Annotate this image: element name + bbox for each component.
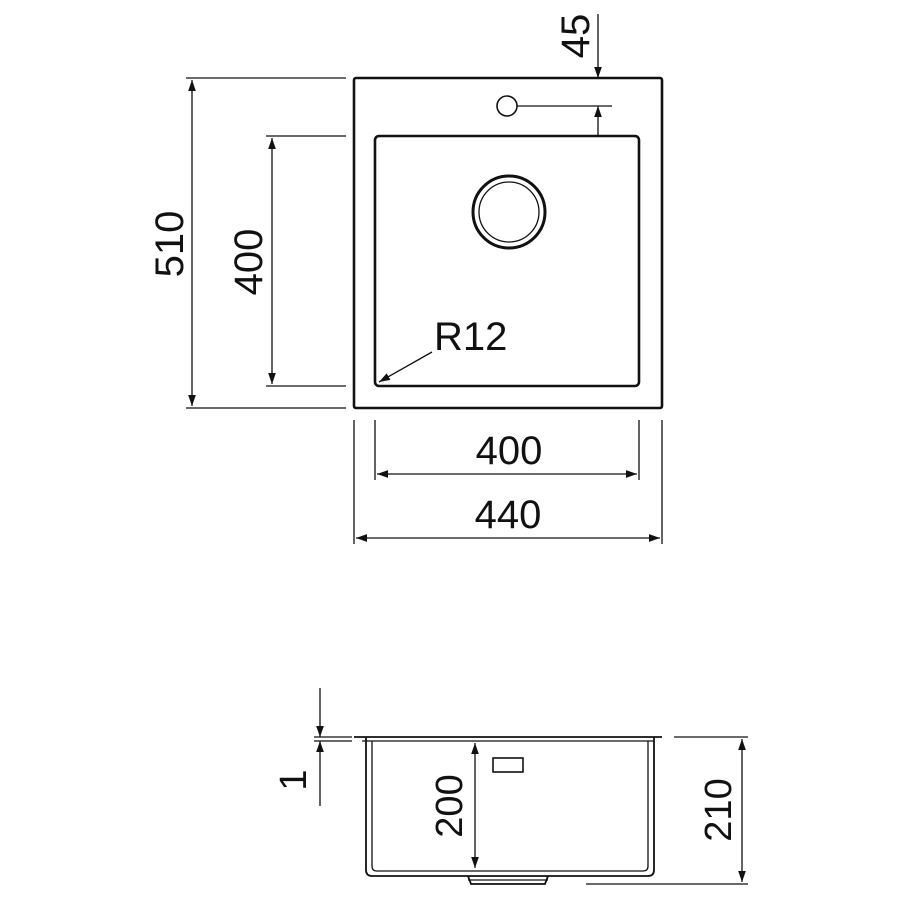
dim-1-label: 1 [273,769,315,790]
bowl-profile [365,737,655,877]
drain-inner-ring [478,181,540,243]
dim-440-label: 440 [475,493,542,537]
dim-510-label: 510 [148,211,192,278]
dim-200-label: 200 [429,774,471,837]
sink-outline [352,76,664,410]
overflow-slot-icon [492,757,524,773]
dim-400-width-label: 400 [476,429,543,473]
side-view: 1 200 210 [273,688,748,885]
dim-r12-label: R12 [434,315,507,359]
bowl-outline [373,134,641,388]
drain-icon [471,174,547,250]
dim-400-depth-label: 400 [227,229,271,296]
dim-r12-leader [378,351,433,383]
dim-45-label: 45 [554,14,598,59]
dim-210-label: 210 [698,778,740,841]
top-view: 45 510 400 R12 400 440 [148,14,664,544]
bowl-profile-inner [371,741,649,872]
tap-hole-icon [496,95,518,117]
